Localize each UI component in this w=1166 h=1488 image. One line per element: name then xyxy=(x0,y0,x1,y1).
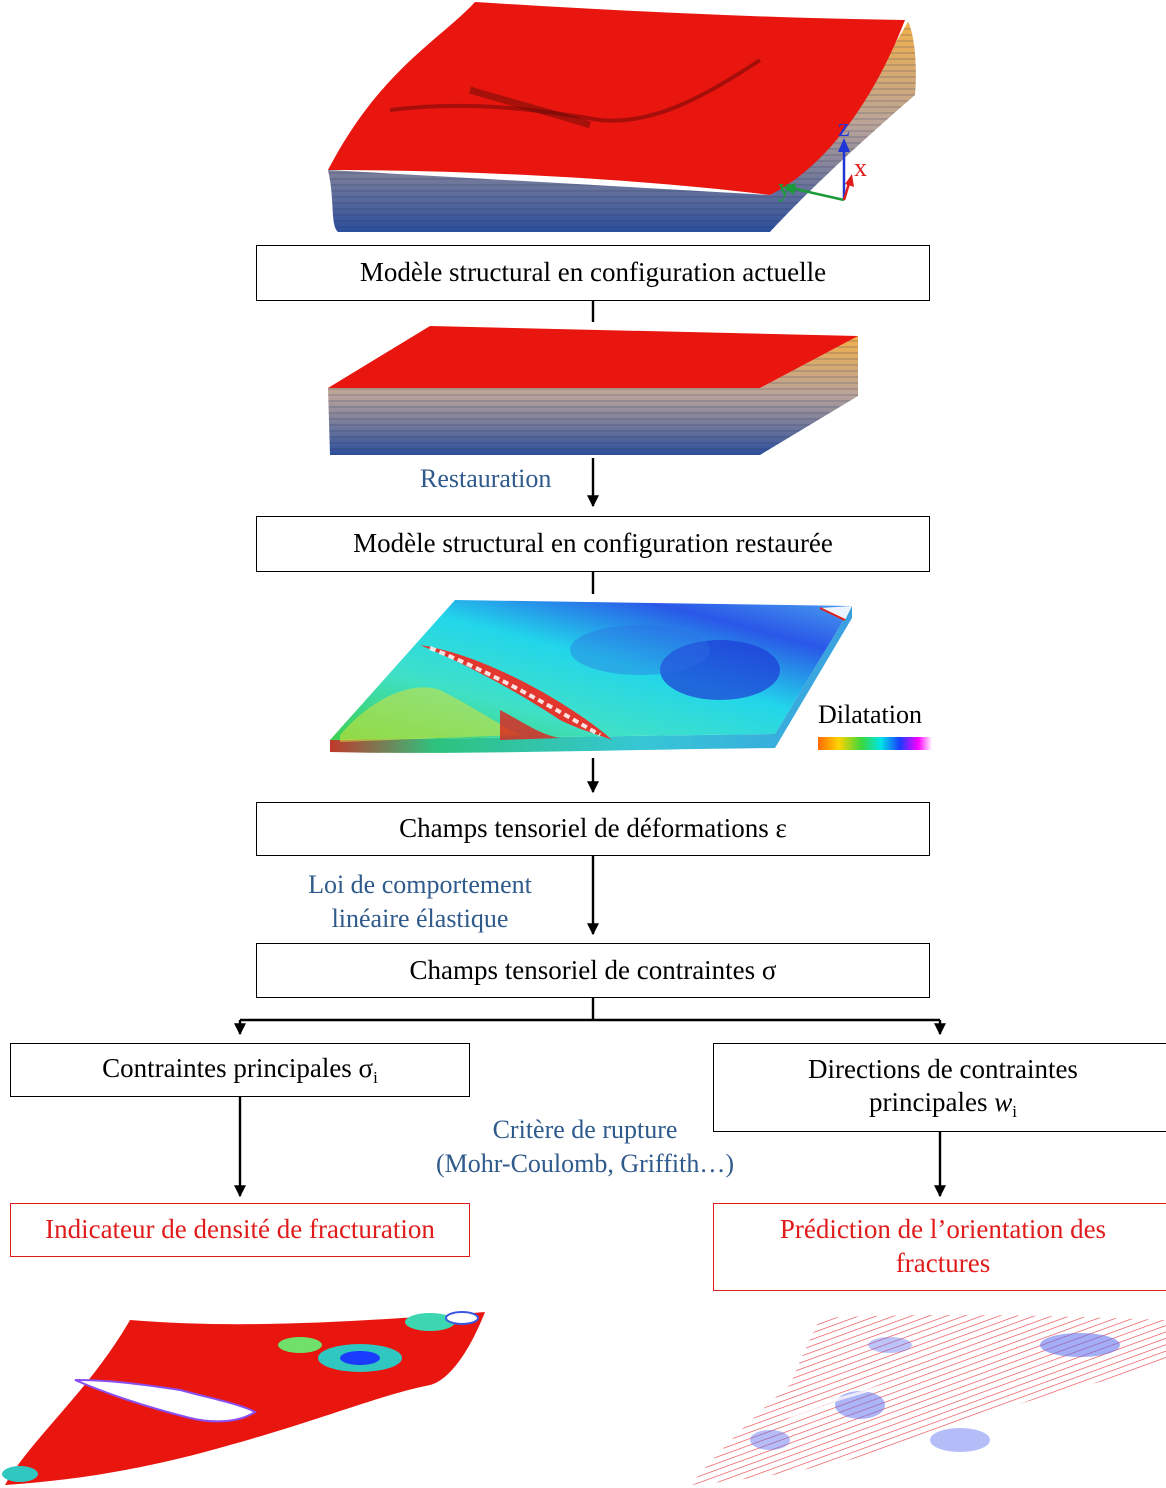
fracture-density-map-image xyxy=(2,1311,485,1485)
axis-x-label: x xyxy=(854,153,867,182)
legend-title: Dilatation xyxy=(818,700,922,729)
elastic-law-line1: Loi de comportement xyxy=(308,870,532,899)
restored-configuration-label: Modèle structural en configuration resta… xyxy=(353,528,833,559)
strain-tensor-box: Champs tensoriel de déformations ε xyxy=(256,802,930,856)
current-configuration-box: Modèle structural en configuration actue… xyxy=(256,245,930,301)
restoration-note-text: Restauration xyxy=(420,464,552,493)
fracture-orientation-line1: Prédiction de l’orientation des xyxy=(779,1214,1107,1245)
fracture-density-label: Indicateur de densité de fracturation xyxy=(45,1214,435,1245)
dilatation-map-image xyxy=(330,600,852,753)
elastic-law-line2: linéaire élastique xyxy=(331,903,509,933)
principal-stresses-text: Contraintes principales σ xyxy=(102,1052,374,1083)
principal-stresses-label: Contraintes principales σi xyxy=(102,1052,378,1088)
failure-criterion-note: Critère de rupture (Mohr-Coulomb, Griffi… xyxy=(410,1113,760,1181)
elastic-law-note: Loi de comportement linéaire élastique xyxy=(270,868,570,936)
failure-criterion-line1: Critère de rupture xyxy=(492,1115,678,1144)
principal-directions-text: principales xyxy=(869,1087,995,1118)
principal-directions-variable: w xyxy=(994,1087,1013,1118)
fracture-orientation-line2: fractures xyxy=(895,1248,991,1278)
principal-directions-subscript: i xyxy=(1012,1102,1017,1122)
legend-color-bar xyxy=(818,737,932,750)
strain-tensor-label: Champs tensoriel de déformations ε xyxy=(399,813,787,844)
restored-model-image xyxy=(328,326,858,455)
dilatation-legend: Dilatation xyxy=(818,700,932,750)
axis-z-label: z xyxy=(838,113,850,142)
restoration-note: Restauration xyxy=(420,462,590,496)
principal-directions-line2: principales wi xyxy=(869,1086,1017,1122)
principal-directions-box: Directions de contraintes principales wi xyxy=(713,1043,1166,1132)
fracture-density-box: Indicateur de densité de fracturation xyxy=(10,1203,470,1257)
failure-criterion-line2: (Mohr-Coulomb, Griffith…) xyxy=(436,1148,734,1178)
fracture-orientation-box: Prédiction de l’orientation des fracture… xyxy=(713,1203,1166,1291)
connectors xyxy=(234,300,946,1198)
axis-y-label: y xyxy=(778,173,791,202)
restored-configuration-box: Modèle structural en configuration resta… xyxy=(256,516,930,572)
stress-tensor-label: Champs tensoriel de contraintes σ xyxy=(409,954,777,985)
principal-stresses-subscript: i xyxy=(373,1067,378,1087)
principal-directions-line1: Directions de contraintes xyxy=(808,1053,1078,1084)
current-configuration-label: Modèle structural en configuration actue… xyxy=(359,257,827,288)
principal-stresses-box: Contraintes principales σi xyxy=(10,1043,470,1097)
stress-tensor-box: Champs tensoriel de contraintes σ xyxy=(256,943,930,998)
axis-triad-icon: z x y xyxy=(778,113,867,202)
current-model-image xyxy=(328,2,916,232)
fracture-orientation-map-image xyxy=(690,1314,1166,1485)
